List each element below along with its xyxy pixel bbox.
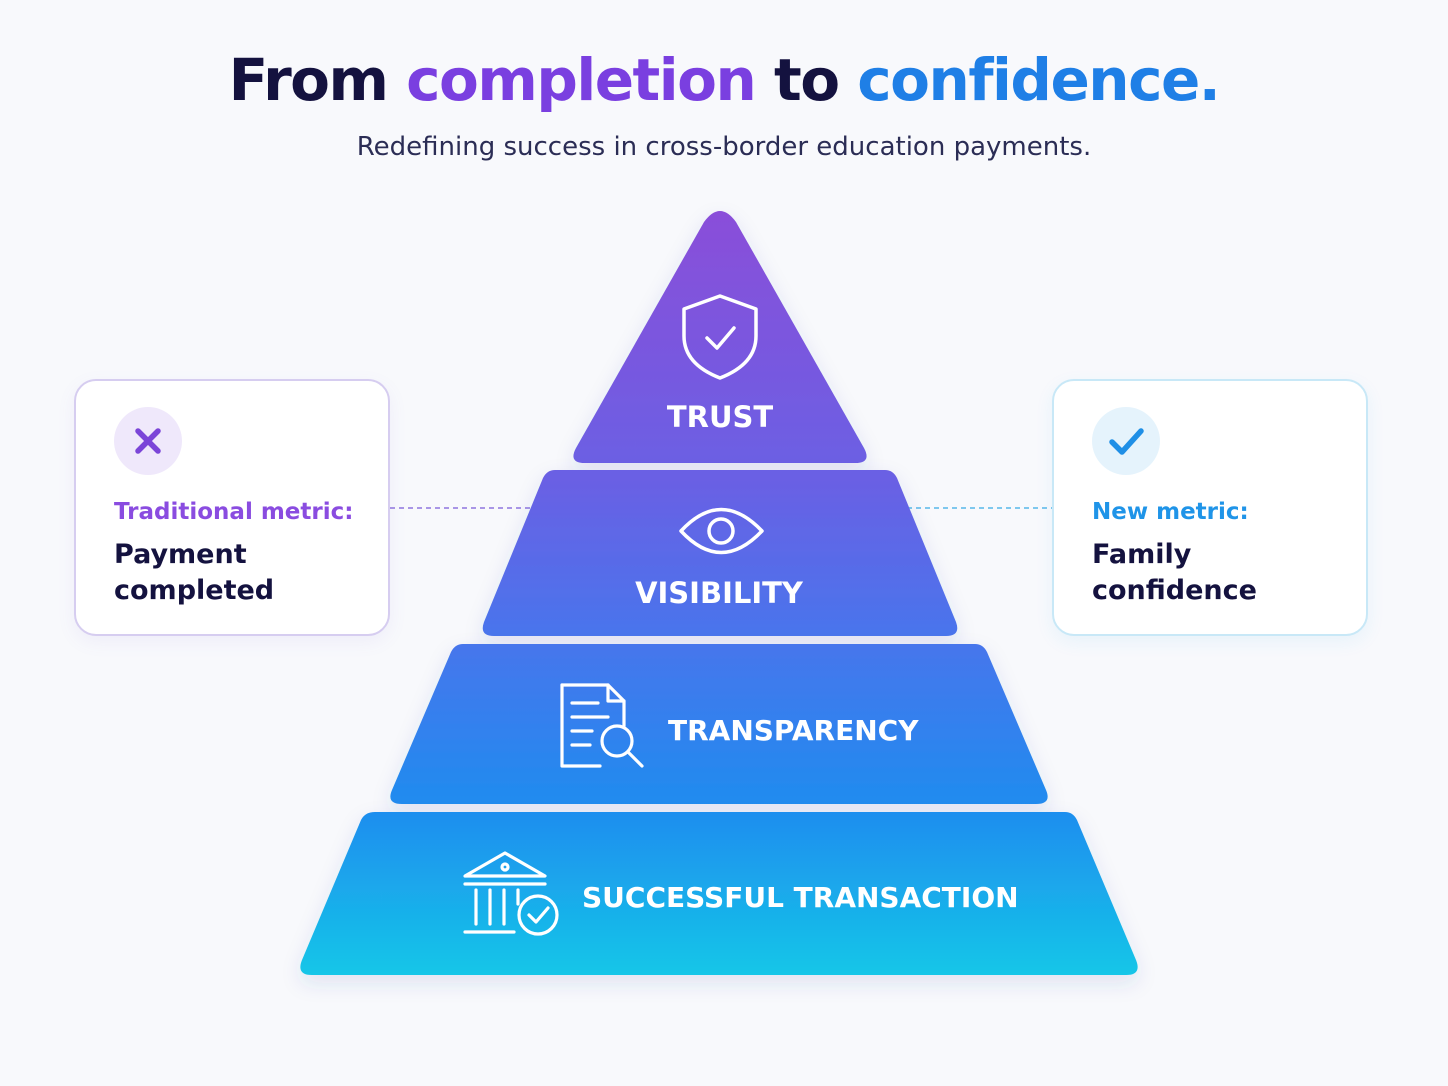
eye-icon [679,507,764,555]
shield-check-icon [682,294,758,380]
tier-label-visibility: VISIBILITY [635,576,804,610]
title-word-to: to [774,46,840,114]
title-word-from: From [228,46,389,114]
tier-label-successful-transaction: SUCCESSFUL TRANSACTION [582,881,1019,914]
page-title: From completion to confidence. [0,46,1448,114]
page-subtitle: Redefining success in cross-border educa… [356,132,1092,162]
tier-label-trust: TRUST [667,400,774,434]
document-search-icon [560,683,644,768]
pyramid-tier-trust [573,211,867,463]
new-metric-value: Family confidence [1092,539,1257,606]
pyramid-tier-successful-transaction [300,812,1138,975]
traditional-metric-card: Traditional metric: Payment completed [74,379,390,636]
bank-check-icon [463,851,559,936]
check-badge [1092,407,1160,475]
traditional-metric-label: Traditional metric: [114,499,354,525]
traditional-metric-value: Payment completed [114,539,275,606]
tier-label-transparency: TRANSPARENCY [668,714,919,747]
title-highlight-completion: completion [406,46,757,114]
x-badge [114,407,182,475]
title-highlight-confidence: confidence. [857,46,1221,114]
check-icon [1109,428,1144,455]
new-metric-card: New metric: Family confidence [1052,379,1368,636]
new-metric-label: New metric: [1092,499,1249,525]
x-icon [135,428,161,454]
pyramid-tier-transparency [390,644,1048,804]
